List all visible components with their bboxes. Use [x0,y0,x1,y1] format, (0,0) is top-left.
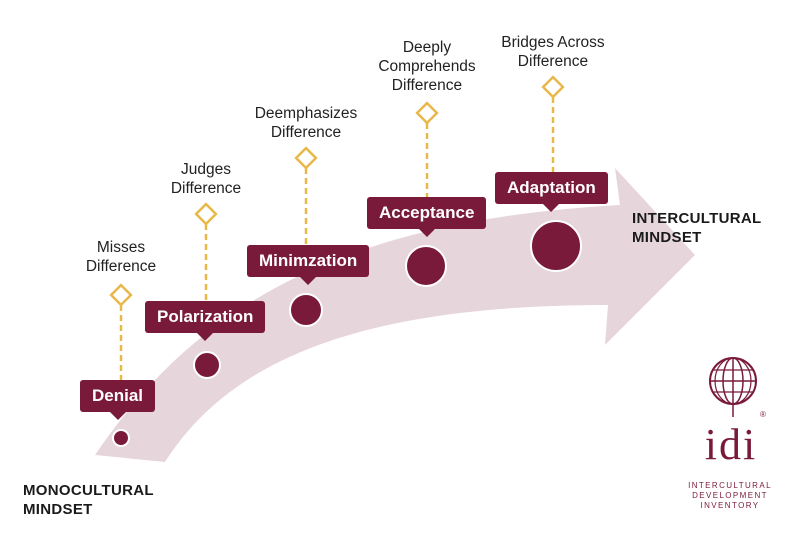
stage-dot-acceptance [405,245,447,287]
stage-dot-denial [112,429,130,447]
diamond-marker-denial [109,283,133,307]
stage-description-adaptation: Bridges Across Difference [501,34,605,70]
stage-label-adaptation: Adaptation [495,172,608,212]
idi-logo-wordmark: idi [704,420,758,469]
stage-dot-minimzation [289,293,323,327]
stage-description-polarization: Judges Difference [170,161,242,197]
stage-description-minimzation: Deemphasizes Difference [254,105,358,141]
globe-icon [709,357,757,417]
stage-dot-adaptation [530,220,582,272]
stage-dot-polarization [193,351,221,379]
intercultural-mindset-label: INTERCULTURAL MINDSET [632,210,762,246]
diamond-marker-polarization [194,202,218,226]
stage-label-polarization: Polarization [145,301,266,341]
diamond-marker-minimzation [294,146,318,170]
diamond-marker-acceptance [415,101,439,125]
diamond-marker-adaptation [541,75,565,99]
registered-mark: ® [760,410,766,419]
stage-description-denial: Misses Difference [85,239,157,275]
stage-label-acceptance: Acceptance [367,197,487,237]
idi-logo-tagline: INTERCULTURAL DEVELOPMENT INVENTORY [688,481,772,510]
stage-label-minimzation: Minimzation [247,245,370,285]
monocultural-mindset-label: MONOCULTURAL MINDSET [23,482,154,518]
stage-label-denial: Denial [80,380,156,420]
stage-description-acceptance: Deeply Comprehends Difference [378,39,476,94]
